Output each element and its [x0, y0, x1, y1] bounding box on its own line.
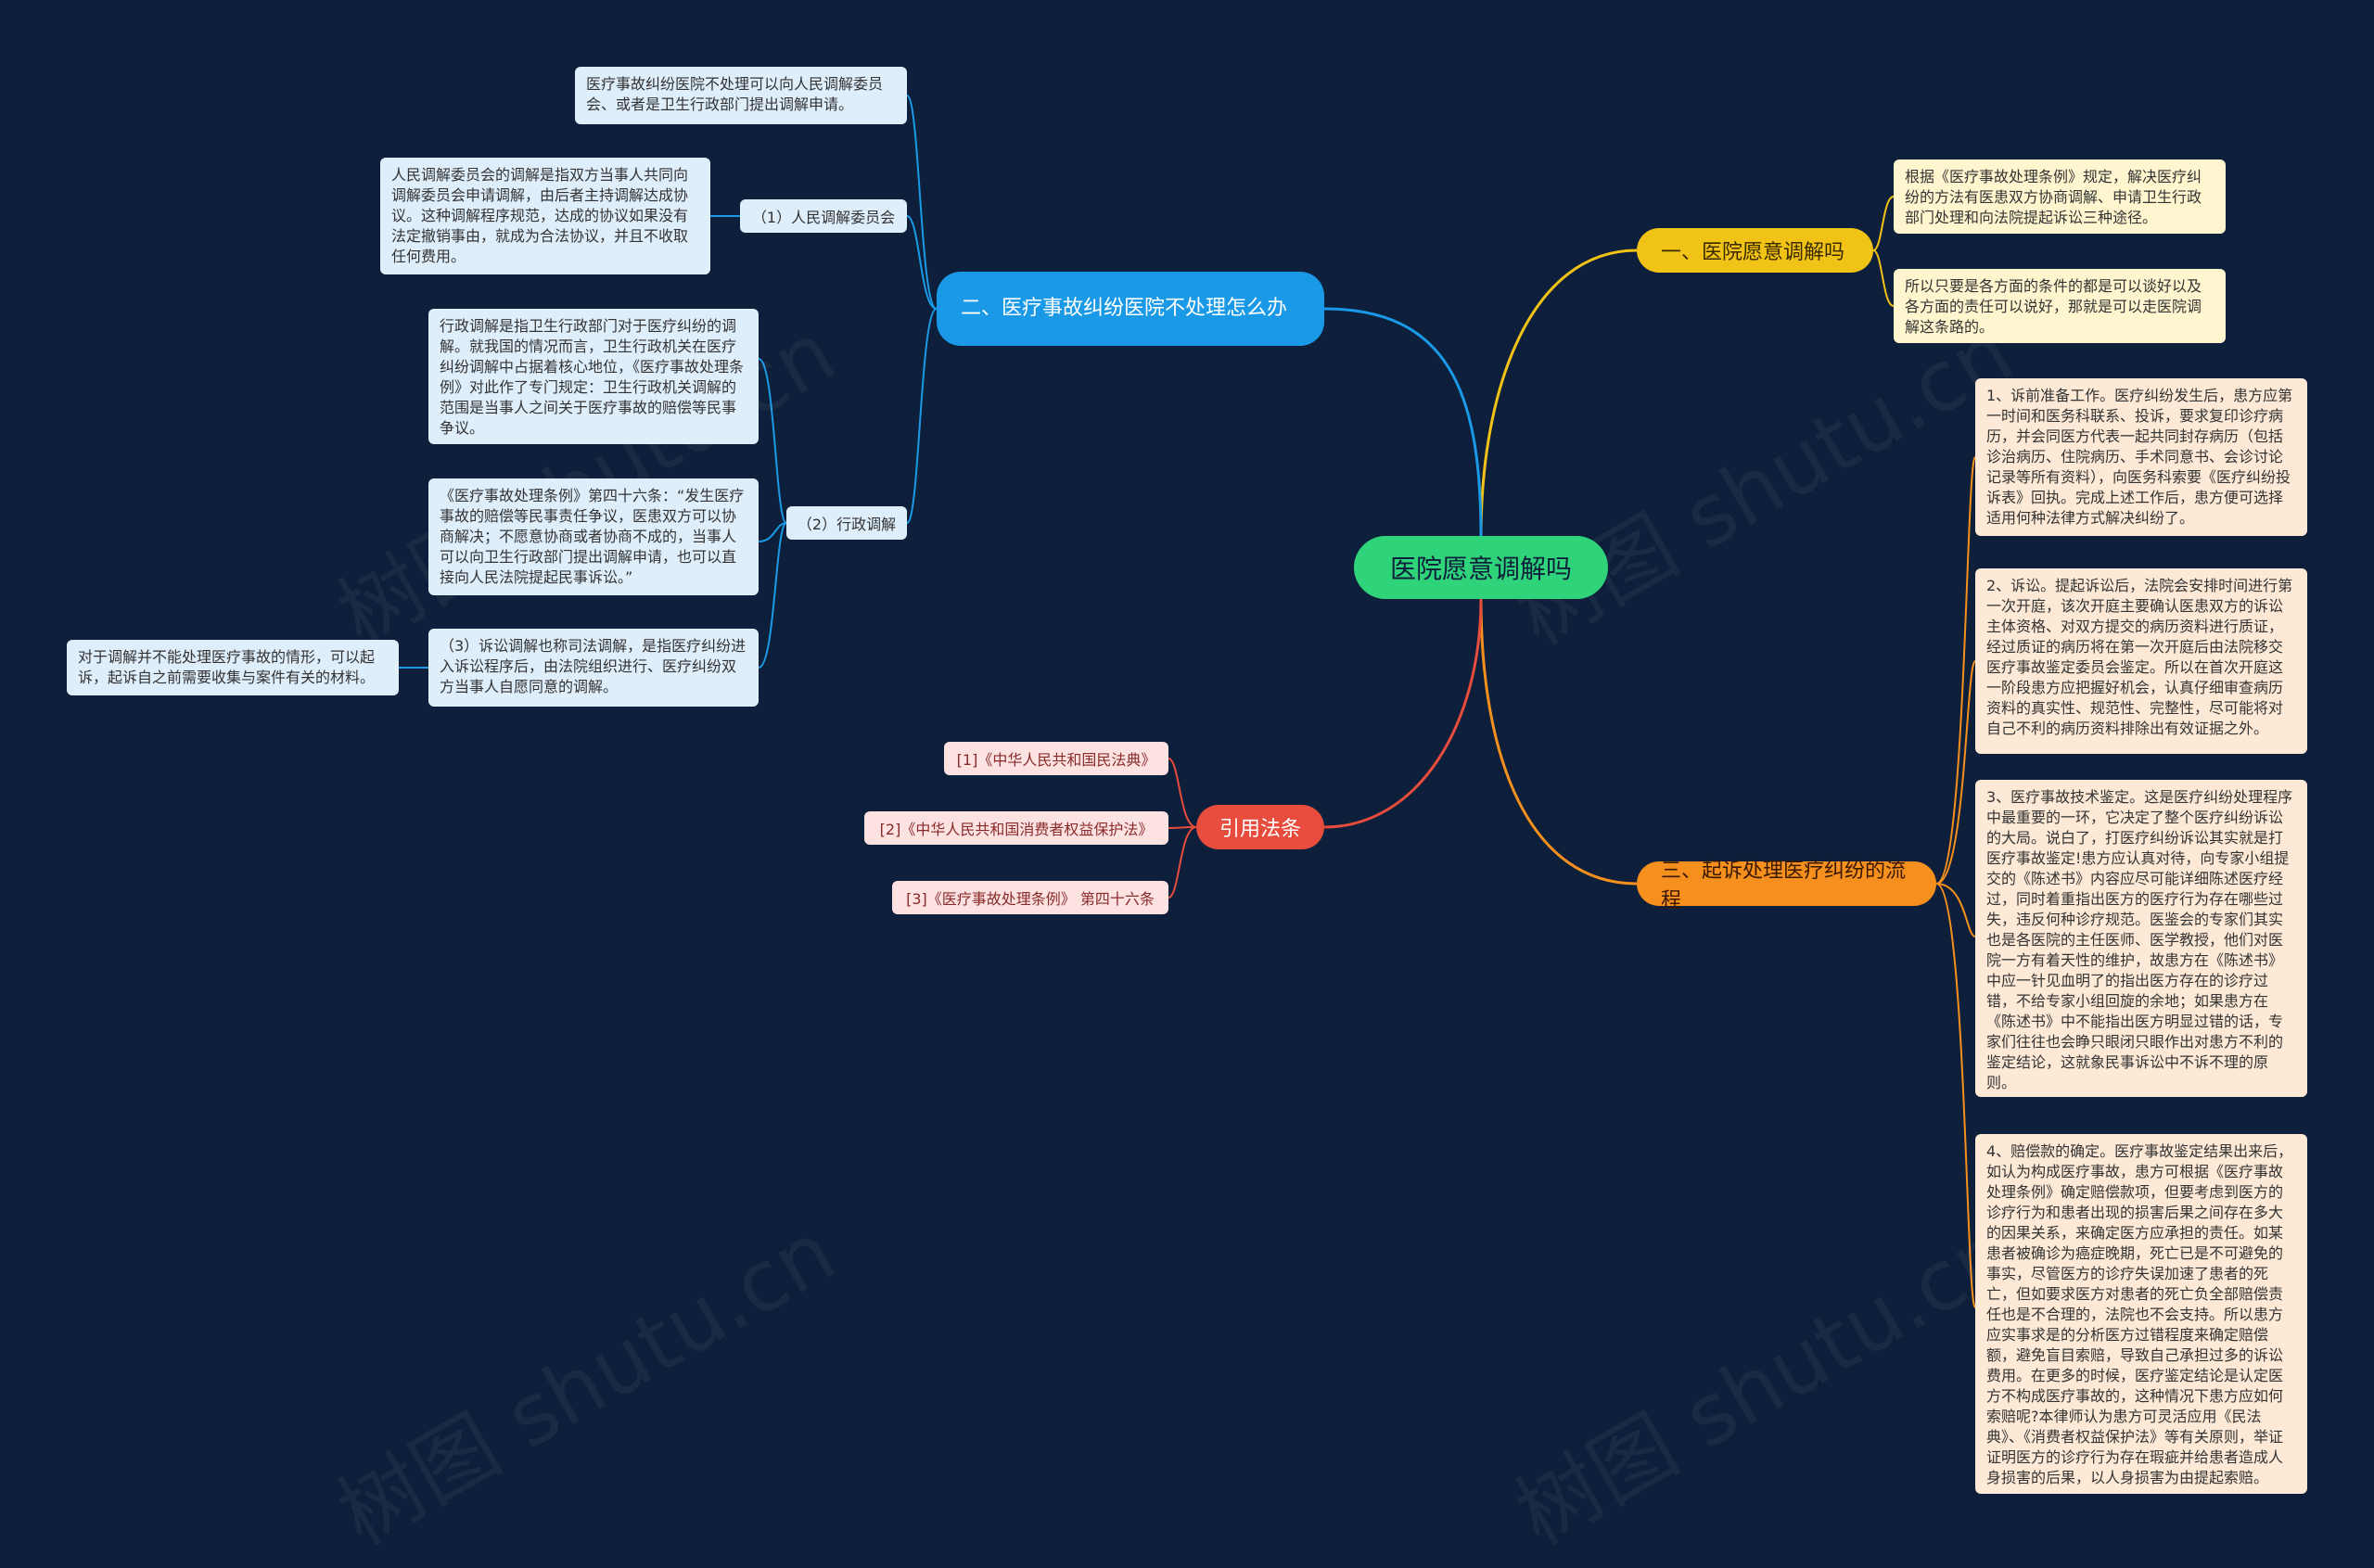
branch2-leaf-apply-mediation[interactable]: 医疗事故纠纷医院不处理可以向人民调解委员会、或者是卫生行政部门提出调解申请。 [575, 67, 907, 124]
law-consumer-protection[interactable]: [2]《中华人民共和国消费者权益保护法》 [864, 811, 1168, 845]
branch3-leaf-preparation[interactable]: 1、诉前准备工作。医疗纠纷发生后，患方应第一时间和医务科联系、投诉，要求复印诊疗… [1975, 378, 2307, 536]
branch-hospital-refuses[interactable]: 二、医疗事故纠纷医院不处理怎么办 [937, 272, 1324, 346]
branch3-leaf-technical-appraisal[interactable]: 3、医疗事故技术鉴定。这是医疗纠纷处理程序中最重要的一环，它决定了整个医疗纠纷诉… [1975, 780, 2307, 1097]
branch3-leaf-compensation[interactable]: 4、赔偿款的确定。医疗事故鉴定结果出来后，如认为构成医疗事故，患方可根据《医疗事… [1975, 1134, 2307, 1494]
branch-cited-laws[interactable]: 引用法条 [1196, 805, 1324, 849]
law-medical-accident-regulation[interactable]: [3]《医疗事故处理条例》 第四十六条 [892, 881, 1168, 914]
sub-litigation-mediation[interactable]: （3）诉讼调解也称司法调解，是指医疗纠纷进入诉讼程序后，由法院组织进行、医疗纠纷… [428, 629, 759, 707]
root-node[interactable]: 医院愿意调解吗 [1354, 536, 1608, 599]
sub2-leaf-administrative[interactable]: 行政调解是指卫生行政部门对于医疗纠纷的调解。就我国的情况而言，卫生行政机关在医疗… [428, 309, 759, 444]
branch3-leaf-litigation[interactable]: 2、诉讼。提起诉讼后，法院会安排时间进行第一次开庭，该次开庭主要确认医患双方的诉… [1975, 568, 2307, 754]
sub2-leaf-article-46[interactable]: 《医疗事故处理条例》第四十六条：“发生医疗事故的赔偿等民事责任争议，医患双方可以… [428, 478, 759, 595]
branch1-leaf-conditions[interactable]: 所以只要是各方面的条件的都是可以谈好以及各方面的责任可以说好，那就是可以走医院调… [1894, 269, 2226, 343]
sub1-leaf-people-mediation[interactable]: 人民调解委员会的调解是指双方当事人共同向调解委员会申请调解，由后者主持调解达成协… [380, 158, 710, 274]
sub-people-mediation-committee[interactable]: （1）人民调解委员会 [740, 199, 907, 233]
sub3-leaf-sue[interactable]: 对于调解并不能处理医疗事故的情形，可以起诉，起诉自之前需要收集与案件有关的材料。 [67, 640, 399, 695]
branch1-leaf-methods[interactable]: 根据《医疗事故处理条例》规定，解决医疗纠纷的方法有医患双方协商调解、申请卫生行政… [1894, 159, 2226, 234]
sub-administrative-mediation[interactable]: （2）行政调解 [786, 506, 907, 540]
law-civil-code[interactable]: [1]《中华人民共和国民法典》 [944, 742, 1168, 775]
branch-hospital-mediation[interactable]: 一、医院愿意调解吗 [1637, 228, 1873, 273]
branch-lawsuit-process[interactable]: 三、起诉处理医疗纠纷的流程 [1637, 860, 1936, 912]
